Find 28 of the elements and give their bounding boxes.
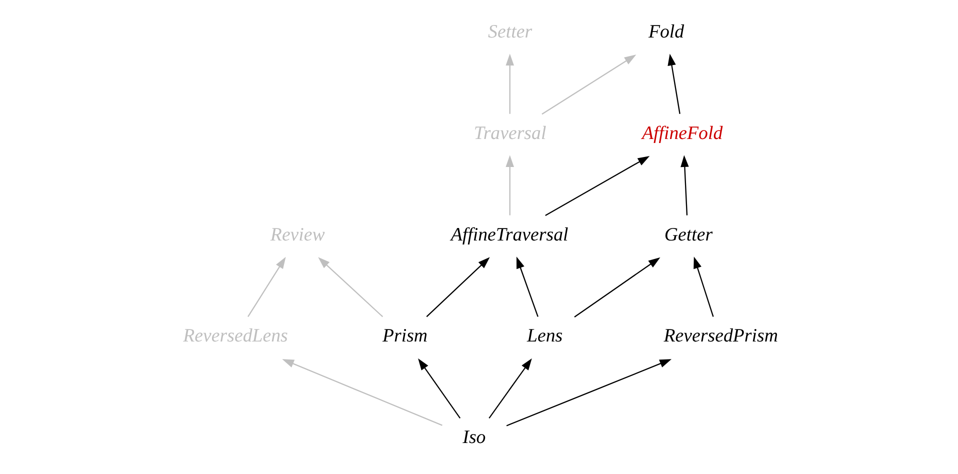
node-text: ReversedPrism	[663, 326, 778, 347]
arrow	[680, 155, 688, 216]
arrow	[247, 256, 286, 318]
node-text: Traversal	[473, 122, 546, 144]
arrow	[505, 155, 514, 216]
arrow	[318, 257, 383, 318]
arrow	[418, 358, 460, 418]
node-text: Review	[270, 224, 324, 246]
arrow	[544, 156, 650, 216]
arrow	[574, 257, 660, 318]
node-text: AffineFold	[641, 122, 722, 144]
node-text: AffineTraversal	[450, 224, 568, 246]
arrow	[541, 54, 636, 115]
node-text: Lens	[526, 326, 562, 347]
arrow	[488, 358, 532, 419]
arrow	[693, 256, 714, 317]
arrow	[282, 359, 442, 426]
arrow	[516, 256, 538, 317]
arrow	[505, 54, 514, 114]
node-text: Prism	[382, 326, 428, 347]
arrow	[426, 257, 490, 318]
node-text: Setter	[488, 21, 532, 42]
node-text: Iso	[462, 427, 486, 448]
node-text: Fold	[648, 21, 684, 42]
arrow	[667, 54, 680, 114]
node-text: Getter	[664, 224, 712, 246]
arrow	[506, 359, 672, 426]
node-text: ReversedLens	[182, 326, 288, 347]
